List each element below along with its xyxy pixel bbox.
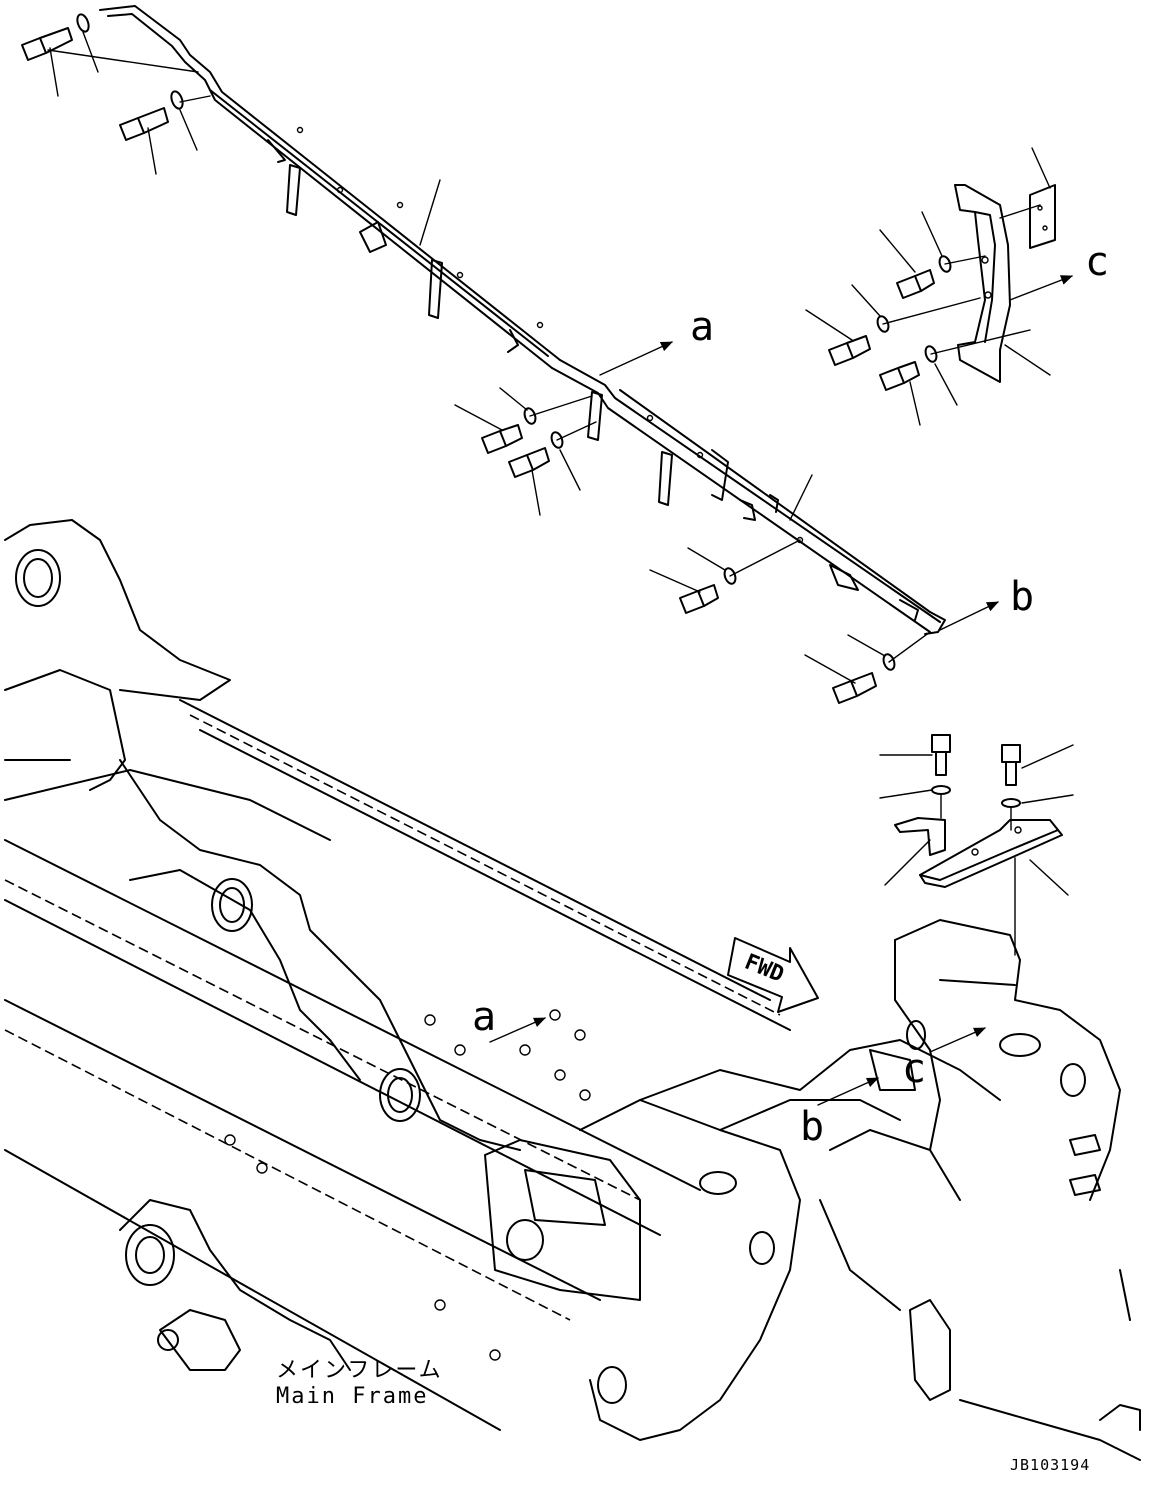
small-clip — [894, 817, 946, 856]
reference-arrows — [489, 275, 1073, 1106]
label-a-lower: a — [472, 994, 496, 1040]
caption-english: Main Frame — [276, 1384, 428, 1409]
bolt-set — [21, 13, 1021, 808]
label-b-lower: b — [800, 1104, 824, 1150]
label-b-upper: b — [1010, 574, 1034, 620]
main-frame — [4, 519, 1141, 1461]
label-c-upper: c — [1085, 239, 1109, 285]
label-c-lower: c — [902, 1046, 926, 1092]
caption-japanese: メインフレーム — [276, 1358, 443, 1383]
label-group: a b c a b c FWD メインフレーム Main Frame JB103… — [276, 239, 1109, 1474]
leader-lines — [47, 31, 1074, 956]
plate-bracket — [1029, 184, 1056, 249]
vertical-bracket — [954, 184, 1011, 383]
clamp-bracket — [919, 819, 1063, 888]
label-a-upper: a — [690, 304, 714, 350]
fwd-direction-arrow — [727, 937, 819, 1013]
drawing-code: JB103194 — [1010, 1456, 1090, 1474]
long-harness-bracket — [99, 5, 946, 635]
